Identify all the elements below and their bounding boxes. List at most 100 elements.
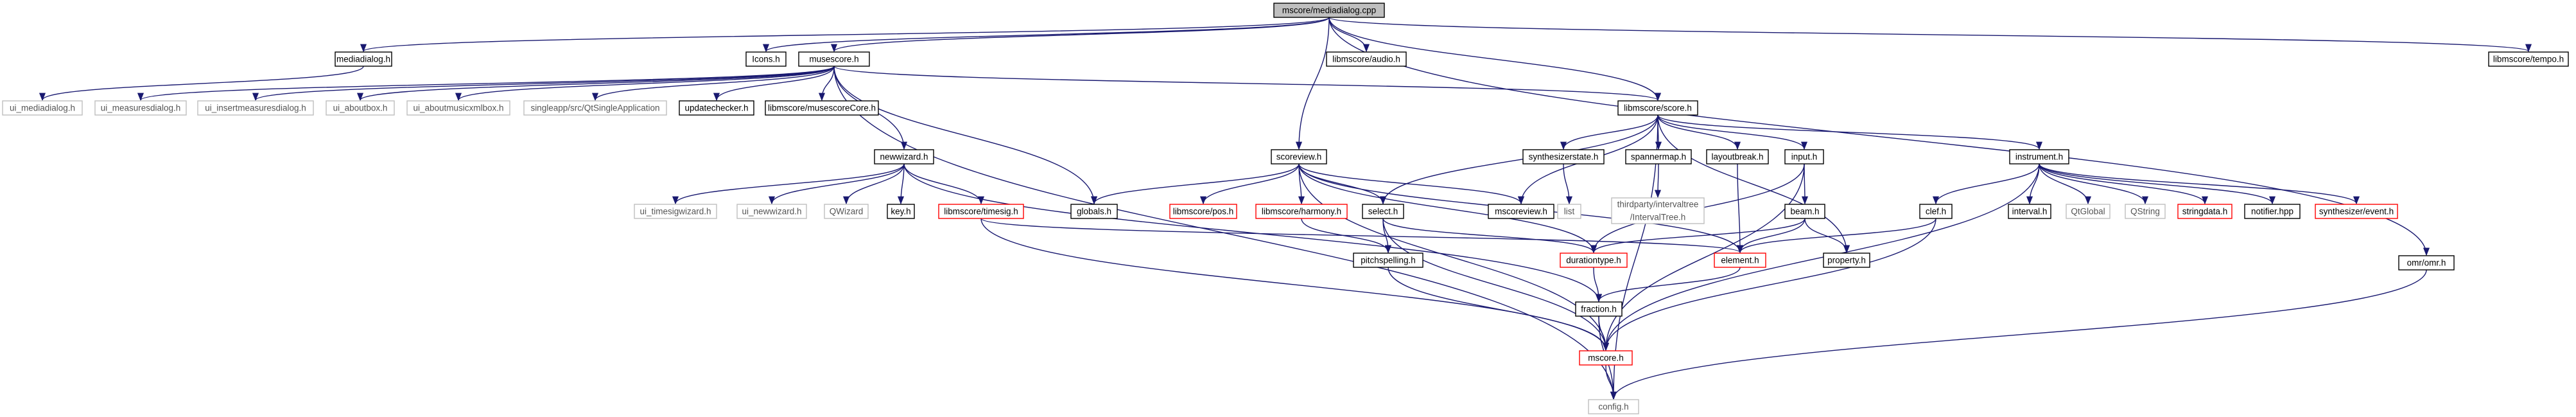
node-mediadialog-cpp[interactable]: mscore/mediadialog.cpp [1273,3,1385,18]
node-label: libmscore/audio.h [1332,55,1400,64]
node-ui-insertmeasuresdialog[interactable]: ui_insertmeasuresdialog.h [197,100,314,116]
node-audio-h[interactable]: libmscore/audio.h [1326,51,1407,67]
node-box [2177,204,2232,219]
node-mediadialog-h[interactable]: mediadialog.h [335,51,392,67]
node-label: QWizard [830,207,864,217]
node-globals[interactable]: globals.h [1070,204,1118,219]
node-label: mscore.h [1588,353,1624,363]
node-mscoreview[interactable]: mscoreview.h [1488,204,1554,219]
node-durationtype[interactable]: durationtype.h [1560,253,1628,268]
node-label: QString [2130,207,2160,217]
node-pos-h[interactable]: libmscore/pos.h [1169,204,1237,219]
edge-newwizard-to-ui_timesigwizard [672,163,905,205]
node-label: thirdparty/intervaltree [1617,200,1699,209]
edge-scoreview-to-pos_h [1200,163,1300,205]
node-input[interactable]: input.h [1784,149,1824,164]
node-ui-aboutmusicxmlbox[interactable]: ui_aboutmusicxmlbox.h [406,100,510,116]
edge-mediadialog_cpp-to-licons [763,17,1330,53]
node-label: QtGlobal [2071,207,2105,217]
node-layoutbreak[interactable]: layoutbreak.h [1706,149,1769,164]
edge-mediadialog_cpp-to-score_h [1328,17,1661,102]
edge-newwizard-to-ui_newwizard [769,163,905,205]
node-scoreview[interactable]: scoreview.h [1271,149,1327,164]
node-omr[interactable]: omr/omr.h [2398,255,2455,271]
node-box [2488,51,2569,67]
node-label: config.h [1598,402,1628,412]
node-qtsingleapp[interactable]: singleapp/src/QtSingleApplication [523,100,667,116]
node-newwizard[interactable]: newwizard.h [874,149,934,164]
node-ui-measuresdialog[interactable]: ui_measuresdialog.h [94,100,187,116]
edge-scoreview-to-select [1298,163,1386,205]
node-property[interactable]: property.h [1823,253,1870,268]
edge-mediadialog_cpp-to-scoreview [1295,17,1330,150]
node-box [1919,204,1953,219]
node-box [1706,149,1769,164]
node-box [1353,253,1423,268]
node-select[interactable]: select.h [1362,204,1404,219]
node-key-h[interactable]: key.h [887,204,915,219]
node-label: beam.h [1790,207,1819,217]
node-synthstate[interactable]: synthesizerstate.h [1522,149,1605,164]
node-ui-timesigwizard[interactable]: ui_timesigwizard.h [634,204,717,219]
node-config[interactable]: config.h [1588,399,1639,414]
node-mscore[interactable]: mscore.h [1579,350,1633,366]
node-label: synthesizerstate.h [1529,152,1599,162]
node-qtglobal[interactable]: QtGlobal [2066,204,2110,219]
node-qwizard[interactable]: QWizard [824,204,869,219]
edge-beam-to-durationtype [1590,218,1806,254]
node-ui-newwizard[interactable]: ui_newwizard.h [736,204,807,219]
node-notifier[interactable]: notifier.hpp [2244,204,2301,219]
node-instrument[interactable]: instrument.h [2009,149,2069,164]
node-label: ui_insertmeasuresdialog.h [205,103,306,113]
edge-score_h-to-synthstate [1560,114,1658,150]
edge-musescore_h-to-musescorecore [818,66,835,102]
edge-score_h-to-input [1657,114,1807,150]
node-tempo-h[interactable]: libmscore/tempo.h [2488,51,2569,67]
edge-clef-to-element [1737,218,1936,254]
edge-harmony-to-pitchspelling [1301,218,1391,254]
node-label: singleapp/src/QtSingleApplication [530,103,659,113]
node-synthevent[interactable]: synthesizer/event.h [2315,204,2398,219]
node-musescorecore[interactable]: libmscore/musescoreCore.h [765,100,879,116]
node-label: pitchspelling.h [1361,256,1416,265]
node-musescore-h[interactable]: musescore.h [798,51,870,67]
node-fraction[interactable]: fraction.h [1575,301,1623,317]
node-list[interactable]: list [1557,204,1581,219]
node-licons[interactable]: Icons.h [745,51,787,67]
node-box [2125,204,2166,219]
node-stringdata[interactable]: stringdata.h [2177,204,2232,219]
node-label: select.h [1368,207,1398,217]
node-spannermap[interactable]: spannermap.h [1625,149,1692,164]
node-box [824,204,869,219]
node-label: interval.h [2012,207,2048,217]
node-harmony[interactable]: libmscore/harmony.h [1255,204,1348,219]
node-timesig[interactable]: libmscore/timesig.h [938,204,1024,219]
edges-layer [39,17,2532,400]
node-box [1070,204,1118,219]
node-box [2398,255,2455,271]
node-score-h[interactable]: libmscore/score.h [1617,100,1698,116]
node-box [1273,3,1385,18]
node-box [94,100,187,116]
edge-layoutbreak-to-element [1736,163,1744,254]
edge-beam-to-element [1736,218,1806,254]
node-ui-aboutbox[interactable]: ui_aboutbox.h [326,100,395,116]
node-box [2244,204,2301,219]
edge-mediadialog_cpp-to-omr [1328,17,2430,256]
node-qstring[interactable]: QString [2125,204,2166,219]
node-intervaltree[interactable]: thirdparty/intervaltree/IntervalTree.h [1611,197,1705,224]
edge-mediadialog_cpp-to-audio_h [1328,17,1370,53]
node-pitchspelling[interactable]: pitchspelling.h [1353,253,1423,268]
node-interval[interactable]: interval.h [2008,204,2051,219]
node-ui-mediadialog[interactable]: ui_mediadialog.h [2,100,83,116]
node-box [1823,253,1870,268]
node-label: layoutbreak.h [1711,152,1763,162]
node-box [765,100,879,116]
node-box [406,100,510,116]
node-element[interactable]: element.h [1714,253,1766,268]
node-updatechecker[interactable]: updatechecker.h [679,100,754,116]
node-beam[interactable]: beam.h [1784,204,1825,219]
edge-newwizard-to-timesig [903,163,984,205]
node-clef[interactable]: clef.h [1919,204,1953,219]
